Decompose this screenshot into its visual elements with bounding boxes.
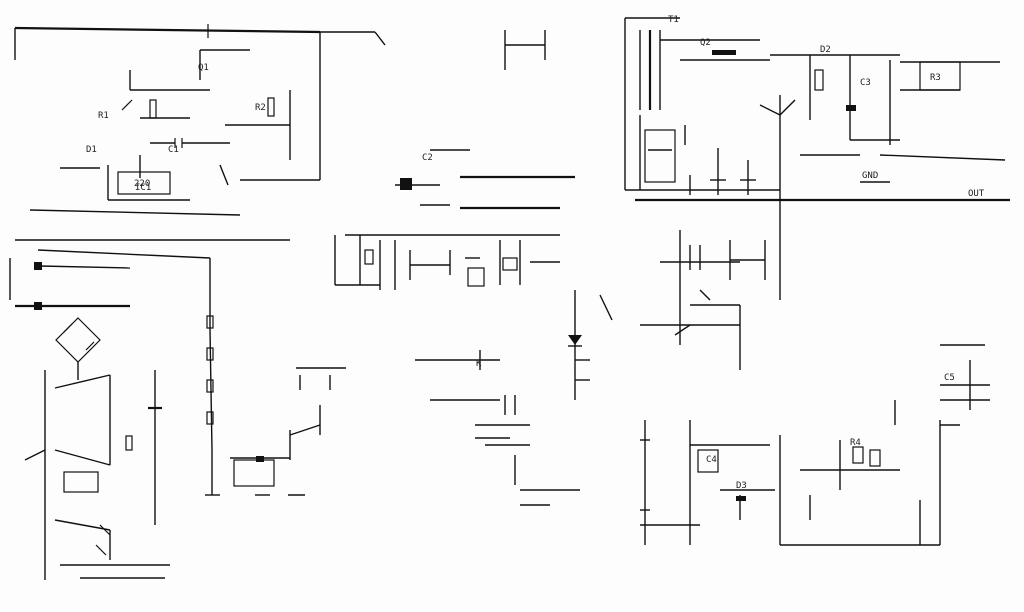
pwm-controller-section bbox=[640, 200, 781, 370]
label-r1: R1 bbox=[98, 111, 109, 121]
center-section bbox=[334, 30, 580, 506]
label-d2: D2 bbox=[820, 45, 831, 55]
label-c3: C3 bbox=[860, 78, 871, 88]
label-q2: Q2 bbox=[700, 38, 711, 48]
label-c2: C2 bbox=[422, 153, 433, 163]
label-q1: Q1 bbox=[198, 63, 209, 73]
label-r2: R2 bbox=[255, 103, 266, 113]
label-d1: D1 bbox=[86, 145, 97, 155]
label-r4: R4 bbox=[850, 438, 861, 448]
bridge-rectifier-section bbox=[24, 317, 170, 580]
transformer-section bbox=[624, 17, 1010, 202]
label-c1: C1 bbox=[168, 145, 179, 155]
component-labels: R1 C1 D1 Q1 IC1 R2 C2 T1 Q2 D2 C3 R3 OUT… bbox=[86, 15, 985, 491]
label-r3: R3 bbox=[930, 73, 941, 83]
output-section bbox=[640, 344, 990, 546]
top-left-section bbox=[9, 24, 386, 330]
label-c4: C4 bbox=[706, 455, 717, 465]
resistor-chain bbox=[205, 315, 346, 496]
label-gnd: GND bbox=[862, 171, 878, 181]
label-d3: D3 bbox=[736, 481, 747, 491]
label-t1: T1 bbox=[668, 15, 679, 25]
label-c5: C5 bbox=[944, 373, 955, 383]
label-220: 220 bbox=[134, 179, 150, 189]
label-out: OUT bbox=[968, 189, 985, 199]
feedback-section bbox=[568, 290, 613, 400]
label-k: K bbox=[476, 359, 482, 369]
label-ic1: IC1 bbox=[135, 183, 151, 193]
